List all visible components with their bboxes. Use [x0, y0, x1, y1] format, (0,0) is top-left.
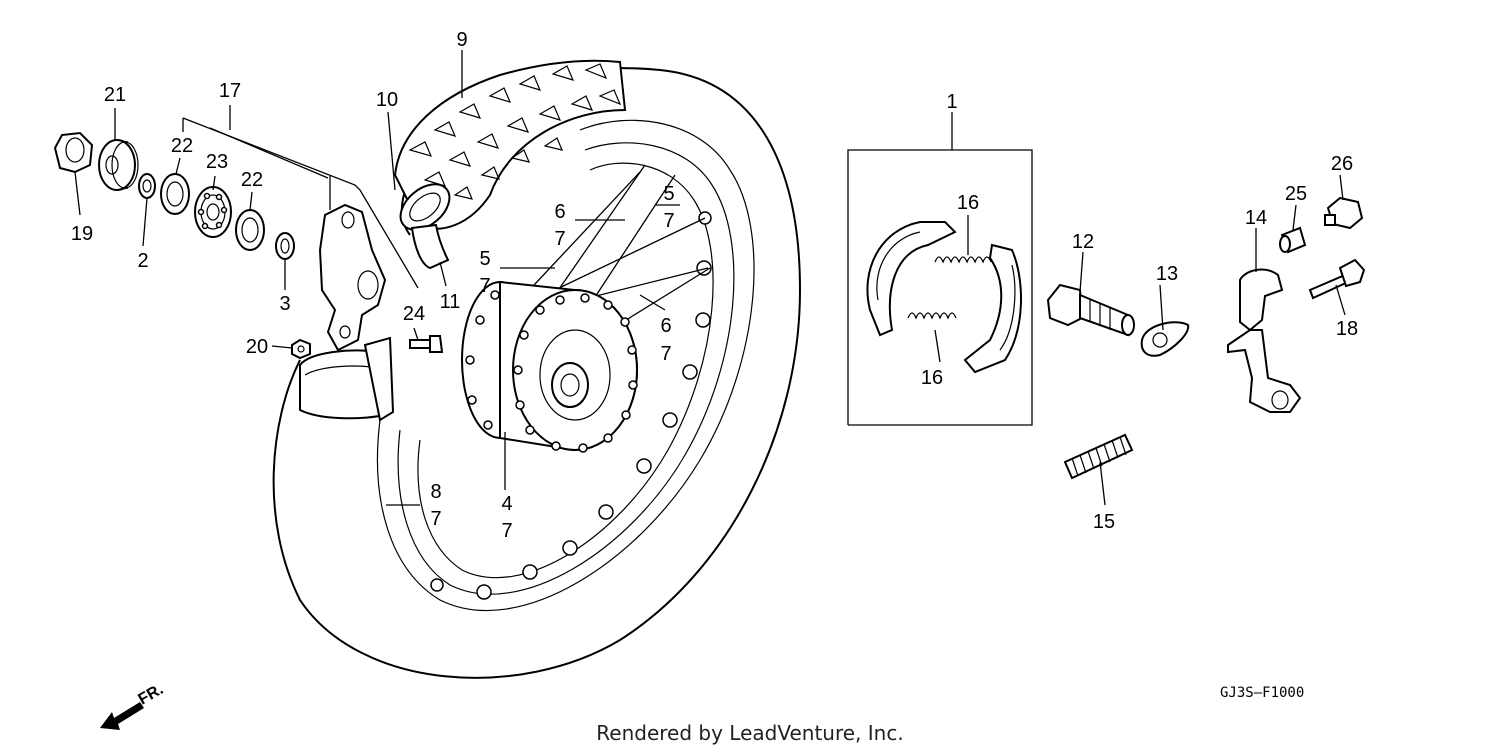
bolt-24	[409, 335, 444, 353]
rear-wheel-assembly	[272, 59, 802, 679]
leader-lines	[74, 50, 1346, 506]
callout-25: 25	[1285, 183, 1307, 205]
callout-22-left: 22	[171, 135, 193, 157]
callout-21: 21	[104, 84, 126, 106]
callout-16-top: 16	[957, 192, 979, 214]
callout-9: 9	[456, 29, 467, 51]
callout-14: 14	[1245, 207, 1267, 229]
callout-2: 2	[137, 250, 148, 272]
callout-13: 13	[1156, 263, 1178, 285]
return-spring	[1063, 433, 1134, 480]
callout-12: 12	[1072, 231, 1094, 253]
rim-nipples	[430, 211, 712, 600]
callout-16-bottom: 16	[921, 367, 943, 389]
axle-parts	[53, 131, 444, 360]
callout-19: 19	[71, 223, 93, 245]
callout-5-top: 5	[663, 183, 674, 205]
callout-6-right-7: 7	[660, 343, 671, 365]
tread-blocks	[408, 63, 622, 200]
callout-26: 26	[1331, 153, 1353, 175]
callout-8: 8	[430, 481, 441, 503]
nut-26	[1324, 196, 1364, 230]
front-arrow-icon: FR.	[100, 681, 166, 730]
callout-3: 3	[279, 293, 290, 315]
small-nut	[291, 338, 311, 360]
brake-cam	[1046, 283, 1135, 337]
callout-8-7: 7	[430, 508, 441, 530]
callout-5-left-7: 7	[479, 275, 490, 297]
wear-indicator	[1140, 321, 1190, 357]
axle-nut	[53, 131, 94, 174]
credit-text: Rendered by LeadVenture, Inc.	[596, 721, 903, 745]
callout-6-top: 6	[554, 201, 565, 223]
wheel-hub	[461, 280, 638, 453]
diagram-code: GJ3S–F1000	[1220, 685, 1304, 701]
callout-1: 1	[946, 91, 957, 113]
brake-shoe-set-box	[847, 112, 1033, 426]
callout-4: 4	[501, 493, 512, 515]
callout-10: 10	[376, 89, 398, 111]
callout-23: 23	[206, 151, 228, 173]
callout-17: 17	[219, 80, 241, 102]
callout-6-right: 6	[660, 315, 671, 337]
callout-20: 20	[246, 336, 268, 358]
callout-labels: 1 2 3 4 7 5 7 5 7 6 7 6 7 8 7 9 10 11 12…	[71, 29, 1358, 542]
oil-seal-right	[235, 209, 265, 251]
callout-24: 24	[403, 303, 425, 325]
callout-18: 18	[1336, 318, 1358, 340]
callout-6-top-7: 7	[554, 228, 565, 250]
callout-4-7: 7	[501, 520, 512, 542]
bearing	[194, 186, 232, 238]
brake-arm	[1227, 268, 1302, 413]
brake-panel-stopper	[318, 203, 387, 352]
callout-11: 11	[440, 291, 461, 313]
bolt-18	[1308, 258, 1366, 300]
washer	[98, 139, 139, 191]
oil-seal-left	[160, 173, 190, 215]
callout-22-right: 22	[241, 169, 263, 191]
callout-5-left: 5	[479, 248, 490, 270]
callout-5-top-7: 7	[663, 210, 674, 232]
pin-25	[1279, 226, 1307, 254]
callout-15: 15	[1093, 511, 1115, 533]
